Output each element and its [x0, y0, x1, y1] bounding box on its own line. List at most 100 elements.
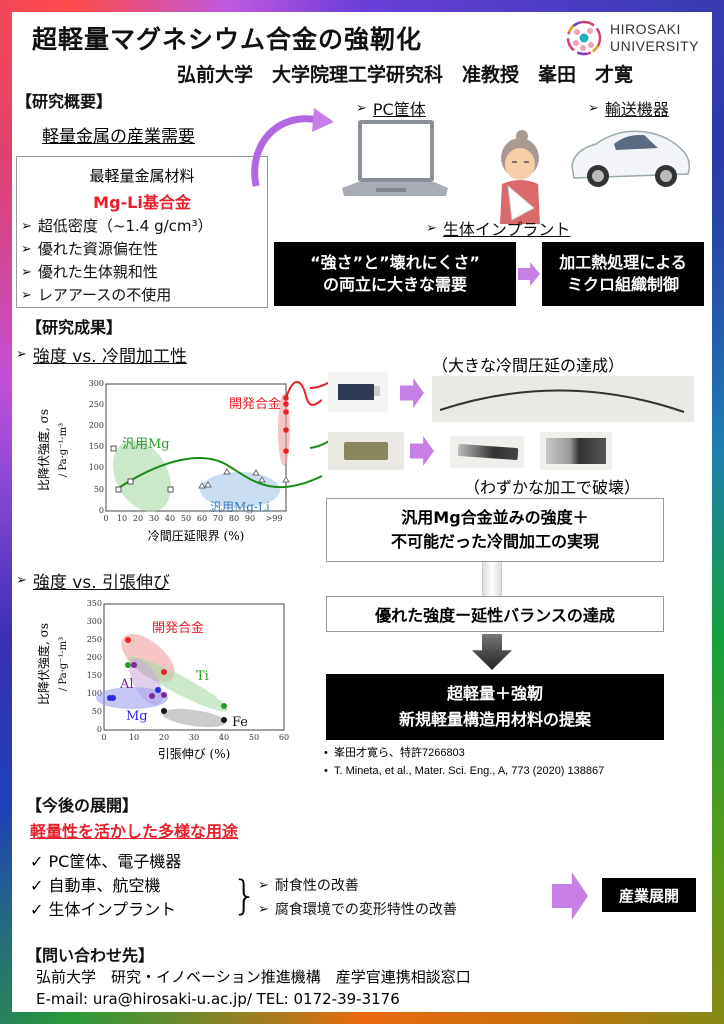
- future-subheading: 軽量性を活かした多様な用途: [30, 822, 239, 841]
- svg-text:10: 10: [129, 733, 139, 742]
- svg-text:70: 70: [213, 514, 223, 523]
- svg-text:/ Pa·g⁻¹·m³: / Pa·g⁻¹·m³: [58, 637, 69, 691]
- feature-resources: 優れた資源偏在性: [21, 238, 267, 261]
- caption-large-rolling: （大きな冷間圧延の達成）: [432, 356, 625, 375]
- solution-box: 加工熱処理による ミクロ組織制御: [542, 242, 704, 306]
- app-implant-label: 生体インプラント: [426, 216, 571, 240]
- feature-no-rare-earth: レアアースの不使用: [21, 284, 267, 307]
- svg-text:20: 20: [133, 514, 143, 523]
- material-box: 最軽量金属材料 Mg-Li基合金 超低密度（~1.4 g/cm³） 優れた資源偏…: [16, 156, 268, 308]
- svg-text:Al: Al: [119, 677, 134, 692]
- reference-paper: • T. Mineta, et al., Mater. Sci. Eng., A…: [324, 765, 605, 777]
- improvement-deformation: 腐食環境での変形特性の改善: [258, 898, 457, 922]
- svg-text:100: 100: [89, 463, 104, 472]
- check-item-implant: ✓ 生体インプラント: [30, 900, 177, 919]
- svg-text:開発合金: 開発合金: [152, 620, 204, 636]
- svg-text:300: 300: [89, 379, 104, 388]
- svg-text:150: 150: [87, 671, 102, 680]
- industry-deployment-box: 産業展開: [602, 878, 696, 912]
- svg-text:350: 350: [87, 599, 102, 608]
- svg-text:150: 150: [89, 442, 104, 451]
- university-logo: HIROSAKI UNIVERSITY: [564, 16, 704, 60]
- logo-text-line1: HIROSAKI: [610, 21, 681, 37]
- svg-text:Ti: Ti: [196, 669, 209, 684]
- elderly-woman-illustration-icon: [500, 130, 540, 224]
- application-checklist: ✓ PC筐体、電子機器 ✓ 自動車、航空機 ✓ 生体インプラント: [30, 850, 181, 922]
- svg-text:250: 250: [87, 635, 102, 644]
- svg-text:200: 200: [89, 421, 104, 430]
- outcome-arrow-icon: [552, 872, 588, 920]
- laptop-illustration-icon: [342, 120, 448, 196]
- svg-text:40: 40: [219, 733, 229, 742]
- photo-conventional-fractured: [540, 432, 612, 470]
- svg-text:20: 20: [159, 733, 169, 742]
- svg-text:Mg: Mg: [126, 709, 148, 724]
- overview-heading: 【研究概要】: [16, 92, 113, 111]
- svg-text:30: 30: [149, 514, 159, 523]
- feature-density: 超低密度（~1.4 g/cm³）: [21, 215, 267, 238]
- svg-text:比降伏強度, σs: 比降伏強度, σs: [36, 623, 51, 705]
- references: • 峯田才寛ら、特許7266803 • T. Mineta, et al., M…: [324, 744, 604, 780]
- plum-blossom-logo-icon: [566, 20, 602, 56]
- check-item-pc: ✓ PC筐体、電子機器: [30, 852, 182, 871]
- curved-arrow-icon: [251, 108, 334, 187]
- svg-text:0: 0: [103, 514, 108, 523]
- photo-conventional-before: [328, 432, 404, 470]
- future-heading: 【今後の展開】: [26, 796, 139, 815]
- svg-text:300: 300: [87, 617, 102, 626]
- svg-text:50: 50: [92, 707, 102, 716]
- improvement-list: 耐食性の改善 腐食環境での変形特性の改善: [258, 874, 457, 922]
- chart2-heading: 強度 vs. 引張伸び: [16, 568, 170, 593]
- svg-text:30: 30: [189, 733, 199, 742]
- poster: 超軽量マグネシウム合金の強靭化 弘前大学 大学院理工学研究科 准教授 峯田 才寛…: [12, 12, 712, 1012]
- author-affiliation: 弘前大学 大学院理工学研究科 准教授 峯田 才寛: [177, 64, 634, 86]
- logo-text-line2: UNIVERSITY: [610, 38, 700, 54]
- svg-text:100: 100: [87, 689, 102, 698]
- svg-text:40: 40: [165, 514, 175, 523]
- contact-email-tel[interactable]: E-mail: ura@hirosaki-u.ac.jp/ TEL: 0172-…: [36, 990, 400, 1008]
- demand-box: “強さ”と”壊れにくさ” の両立に大きな需要: [274, 242, 516, 306]
- industrial-demand-heading: 軽量金属の産業需要: [42, 127, 195, 147]
- photo-rolled-sheet: [432, 376, 694, 422]
- svg-text:200: 200: [87, 653, 102, 662]
- svg-text:/ Pa·g⁻¹·m³: / Pa·g⁻¹·m³: [58, 423, 69, 477]
- svg-text:比降伏強度, σs: 比降伏強度, σs: [36, 409, 51, 491]
- svg-text:引張伸び (%): 引張伸び (%): [158, 747, 231, 761]
- svg-text:0: 0: [99, 506, 104, 515]
- app-pc-case-label: PC筐体: [356, 96, 426, 120]
- svg-text:>99: >99: [266, 514, 283, 523]
- svg-text:60: 60: [197, 514, 207, 523]
- process-arrow-icon: [400, 378, 424, 408]
- svg-text:50: 50: [249, 733, 259, 742]
- proposal-box: 超軽量＋強靭 新規軽量構造用材料の提案: [326, 674, 664, 740]
- results-heading: 【研究成果】: [26, 318, 123, 337]
- improvement-corrosion: 耐食性の改善: [258, 874, 457, 898]
- svg-text:冷間圧延限界 (%): 冷間圧延限界 (%): [148, 529, 245, 543]
- svg-text:250: 250: [89, 400, 104, 409]
- down-arrow-icon: [472, 634, 512, 670]
- svg-text:汎用Mg-Li: 汎用Mg-Li: [210, 500, 270, 514]
- result-box-1: 汎用Mg合金並みの強度＋ 不可能だった冷間加工の実現: [326, 498, 664, 562]
- svg-text:50: 50: [94, 485, 104, 494]
- svg-text:0: 0: [101, 733, 106, 742]
- app-transport-label: 輸送機器: [588, 96, 669, 120]
- right-arrow-icon: [518, 262, 540, 286]
- svg-text:0: 0: [97, 725, 102, 734]
- poster-title: 超軽量マグネシウム合金の強靭化: [32, 25, 423, 54]
- feature-biocompat: 優れた生体親和性: [21, 261, 267, 284]
- photo-conventional-bent: [450, 436, 524, 468]
- contact-organization: 弘前大学 研究・イノベーション推進機構 産学官連携相談窓口: [36, 968, 471, 986]
- chart1-heading: 強度 vs. 冷間加工性: [16, 342, 187, 367]
- check-item-auto: ✓ 自動車、航空機: [30, 876, 161, 895]
- connector-bar: [482, 562, 502, 596]
- svg-text:50: 50: [181, 514, 191, 523]
- svg-text:60: 60: [279, 733, 289, 742]
- svg-text:10: 10: [117, 514, 127, 523]
- photo-alloy-before-rolling: [328, 372, 388, 412]
- right-brace-icon: }: [232, 873, 258, 919]
- car-illustration-icon: [571, 130, 691, 187]
- svg-text:90: 90: [245, 514, 255, 523]
- process-arrow-icon-2: [410, 436, 434, 466]
